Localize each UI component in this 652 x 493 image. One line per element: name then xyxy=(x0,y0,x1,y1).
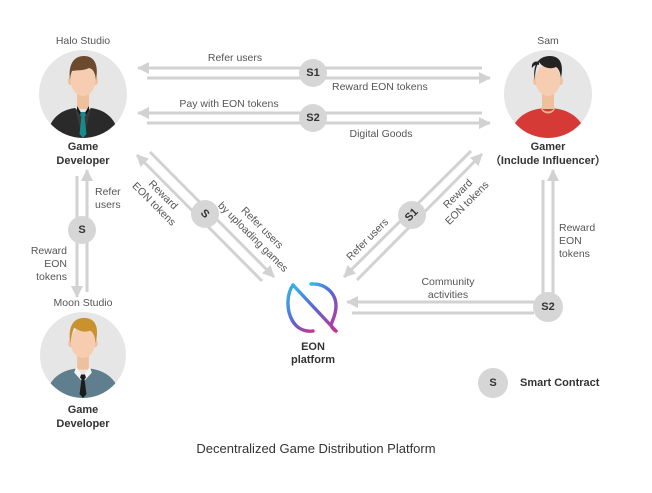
smart-contract-s-diagonal: S xyxy=(191,200,219,228)
legend-label: Smart Contract xyxy=(520,377,600,389)
label-reward-eon-tokens-s1: Reward EON tokens xyxy=(332,81,428,93)
smart-contract-s2-right: S2 xyxy=(533,292,563,322)
halo-studio-role: Game Developer xyxy=(33,140,133,168)
label-line: Refer xyxy=(95,186,121,198)
halo-role-line-1: Game xyxy=(67,141,99,153)
label-community-activities: Community activities xyxy=(398,276,498,302)
label-line: Community xyxy=(421,276,475,288)
halo-studio-name: Halo Studio xyxy=(55,35,111,47)
contract-label: S1 xyxy=(402,205,422,225)
eon-logo-icon xyxy=(286,282,338,333)
sam-role: Gamer （Include Influencer） xyxy=(473,140,623,168)
label-reward-eon-tokens-moon: Reward EON tokens xyxy=(7,245,67,284)
eon-label-line-2: platform xyxy=(291,354,335,366)
smart-contract-s1-top: S1 xyxy=(299,59,327,87)
label-pay-with-eon-tokens: Pay with EON tokens xyxy=(179,98,279,110)
label-line: Reward xyxy=(30,245,67,257)
label-line: activities xyxy=(427,289,469,301)
contract-label: S1 xyxy=(306,67,320,79)
eon-label-line-1: EON xyxy=(301,341,325,353)
label-reward-eon-tokens-community: Reward EON tokens xyxy=(559,222,595,261)
label-refer-users-s1: Refer users xyxy=(207,52,263,64)
developer-avatar-icon xyxy=(39,50,127,138)
label-digital-goods: Digital Goods xyxy=(349,128,413,140)
eon-platform-label: EON platform xyxy=(273,341,353,367)
sam-name: Sam xyxy=(537,35,559,47)
smart-contract-s-left: S xyxy=(68,216,96,244)
label-line: EON xyxy=(559,235,582,247)
label-line: tokens xyxy=(559,248,590,260)
label-refer-users-moon: Refer users xyxy=(95,186,121,212)
sam-role-line-1: Gamer xyxy=(530,141,566,153)
label-line: Reward xyxy=(559,222,596,234)
legend-symbol-text: S xyxy=(489,377,497,389)
moon-studio-name: Moon Studio xyxy=(53,297,113,309)
label-line: tokens xyxy=(36,271,67,283)
smart-contract-s1-diagonal: S1 xyxy=(398,201,426,229)
legend-symbol: S xyxy=(478,368,508,398)
diagram-title: Decentralized Game Distribution Platform xyxy=(196,441,436,456)
moon-role-line-1: Game xyxy=(67,404,99,416)
contract-label: S2 xyxy=(306,112,320,124)
moon-role-line-2: Developer xyxy=(56,418,110,430)
moon-studio-role: Game Developer xyxy=(33,403,133,431)
gamer-avatar-icon xyxy=(504,50,592,138)
contract-label: S xyxy=(78,224,86,236)
label-line: users xyxy=(95,199,121,211)
halo-role-line-2: Developer xyxy=(56,155,110,167)
contract-label: S xyxy=(198,207,212,221)
contract-label: S2 xyxy=(541,301,555,313)
label-line: EON xyxy=(44,258,67,270)
sam-role-line-2: （Include Influencer） xyxy=(489,155,607,167)
developer-avatar-icon xyxy=(40,312,126,398)
smart-contract-s2-top: S2 xyxy=(299,104,327,132)
